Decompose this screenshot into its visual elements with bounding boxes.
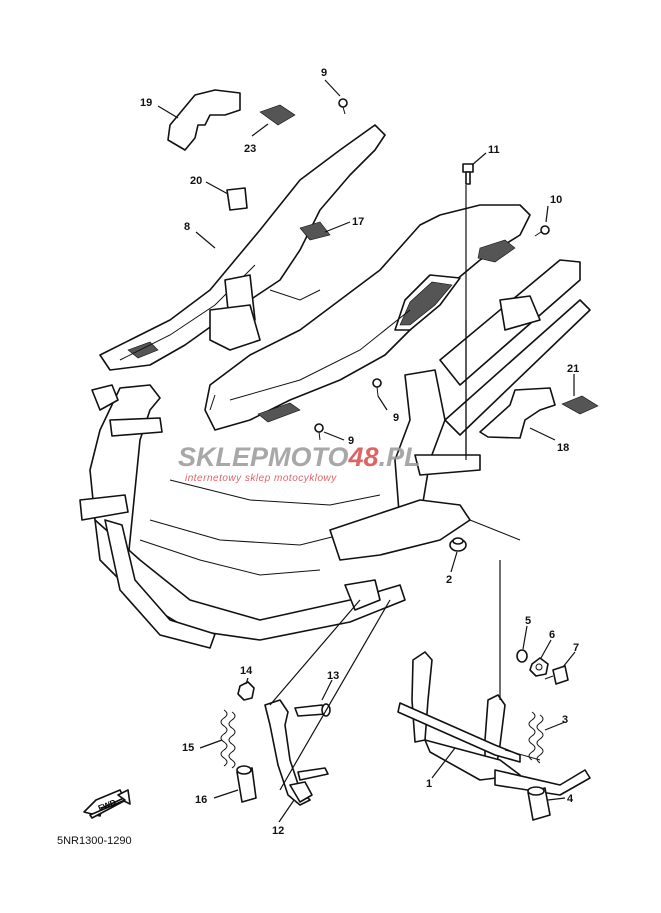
leg-shield-panel <box>99 124 386 371</box>
callout-21: 21 <box>567 363 579 375</box>
callout-18: 18 <box>557 442 569 454</box>
callout-20: 20 <box>190 175 202 187</box>
fwd-arrow-icon: FWD <box>83 789 131 819</box>
screw-9-lower <box>314 423 324 441</box>
callout-16: 16 <box>195 794 207 806</box>
pad-20 <box>226 187 248 211</box>
side-stand-12 <box>264 699 329 806</box>
callout-2: 2 <box>446 574 452 586</box>
footrest-board <box>204 204 531 431</box>
wm-part-4: .PL <box>379 442 421 472</box>
callout-9-lower: 9 <box>348 435 354 447</box>
wm-part-2: MOTO <box>268 442 349 472</box>
callout-13: 13 <box>327 670 339 682</box>
callouts: 19 23 9 20 8 17 11 10 21 18 9 9 2 5 6 7 … <box>140 67 579 837</box>
sleeve-4 <box>527 786 551 821</box>
wm-part-3: 48 <box>348 442 379 472</box>
callout-10: 10 <box>550 194 562 206</box>
cover-plate-19 <box>167 89 241 151</box>
callout-9-top: 9 <box>321 67 327 79</box>
cover-plate-18 <box>479 387 556 439</box>
svg-text:SKLEPMOTO48.PL: SKLEPMOTO48.PL <box>178 442 421 472</box>
callout-5: 5 <box>525 615 531 627</box>
callout-7: 7 <box>573 642 579 654</box>
watermark-logo: SKLEPMOTO48.PL internetowy sklep motocyk… <box>178 442 421 484</box>
main-stand-1 <box>397 651 591 796</box>
pad-21 <box>561 395 599 415</box>
nut-6 <box>529 657 549 677</box>
pad-17 <box>299 221 331 241</box>
callout-14: 14 <box>240 665 253 677</box>
callout-1: 1 <box>426 778 432 790</box>
pad-23 <box>259 104 296 126</box>
callout-3: 3 <box>562 714 568 726</box>
leader-lines <box>157 79 576 823</box>
callout-15: 15 <box>182 742 194 754</box>
frame-assembly <box>79 259 591 649</box>
callout-6: 6 <box>549 629 555 641</box>
callout-9-middle: 9 <box>393 412 399 424</box>
bushing-2 <box>449 537 467 552</box>
screw-9-top <box>338 98 348 115</box>
callout-4: 4 <box>567 793 574 805</box>
callout-17: 17 <box>352 216 364 228</box>
callout-23: 23 <box>244 143 256 155</box>
wm-tagline: internetowy sklep motocyklowy <box>185 473 337 484</box>
callout-11: 11 <box>488 144 500 156</box>
sleeve-16 <box>236 765 257 803</box>
bolt-13 <box>294 703 331 717</box>
screw-10 <box>534 225 550 237</box>
callout-8: 8 <box>184 221 190 233</box>
bolt-7 <box>544 665 569 685</box>
spring-15 <box>220 709 236 769</box>
spring-3 <box>528 711 544 764</box>
screw-9-middle <box>372 378 382 397</box>
diagram-code: 5NR1300-1290 <box>57 835 132 847</box>
callout-19: 19 <box>140 97 152 109</box>
washer-5 <box>516 649 528 663</box>
bolt-11 <box>462 163 474 185</box>
callout-12: 12 <box>272 825 284 837</box>
nut-14 <box>237 681 255 701</box>
wm-part-1: SKLEP <box>178 442 269 472</box>
